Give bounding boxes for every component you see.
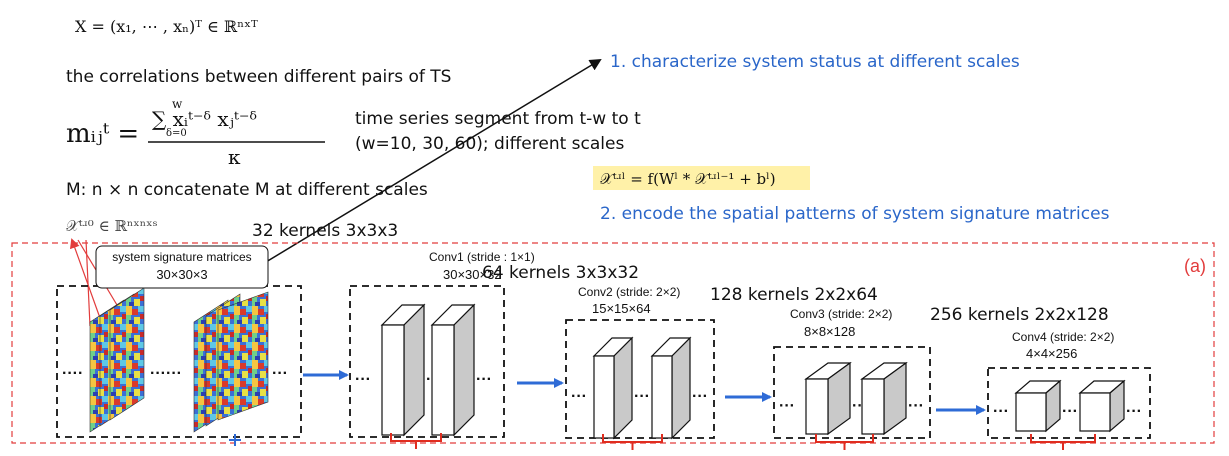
kernels-32-note: 32 kernels 3x3x3 [252,221,398,241]
feature-map-side [453,303,475,437]
m-concatenate-note: M: n × n concatenate M at different scal… [66,180,428,200]
feature-map-front [431,324,455,436]
signature-formula: mᵢⱼᵗ = w ∑ xᵢᵗ⁻ᵟ xⱼᵗ⁻ᵟ δ=0 κ [66,97,325,169]
x-t0-definition: 𝒳ᵗʴ⁰ ∈ ℝⁿˣⁿˣˢ [66,217,158,235]
panel-label: (a) [1184,256,1206,276]
formula-numerator: ∑ xᵢᵗ⁻ᵟ xⱼᵗ⁻ᵟ [152,107,257,131]
input-title-box [95,245,269,289]
red-pointer-arrow [69,238,101,319]
correlations-note: the correlations between different pairs… [66,67,451,87]
heatmap-matrix [109,287,145,421]
feature-map-side [403,303,425,437]
matrix-stack-left [89,287,145,433]
ellipsis-dots: ··· [272,365,288,382]
ellipsis-dots: ···· [62,365,83,382]
ellipsis-dots: ··· [692,388,708,405]
conv2-title: Conv2 (stride: 2×2) [578,285,680,299]
matrix-stack-right [193,291,269,433]
conv3-kernels: 256 kernels 2x2x128 [930,305,1109,325]
point-2-note: 2. encode the spatial patterns of system… [600,204,1110,224]
conv1-size: 30×30×32 [443,267,502,282]
conv2-kernels: 128 kernels 2x2x64 [710,285,878,305]
ellipsis-dots: ··· [476,371,492,388]
conv3-size: 8×8×128 [804,324,855,339]
formula-denominator: κ [228,145,241,169]
formula-lhs: mᵢⱼᵗ = [66,119,139,149]
layer-formula: 𝒳ᵗʴˡ = f(Wˡ * 𝒳ᵗʴˡ⁻¹ + bˡ) [600,170,776,188]
feature-map-front [593,355,615,439]
ellipsis-dots: ··· [1062,403,1078,420]
input-title: system signature matrices [112,250,251,264]
conv3-title: Conv3 (stride: 2×2) [790,307,892,321]
segment-note-line1: time series segment from t-w to t [355,109,641,129]
ellipsis-dots: ··· [779,398,795,415]
formula-sum-top: w [172,97,183,111]
heatmap-matrix [217,291,269,421]
feature-map-front [861,378,885,435]
conv1-kernels: 64 kernels 3x3x32 [482,263,639,283]
point-1-note: 1. characterize system status at differe… [610,52,1020,72]
ellipsis-dots: ··· [993,403,1009,420]
ellipsis-dots: ··· [355,371,371,388]
feature-map-side [671,336,691,440]
conv3-box [773,346,931,439]
feature-map-front [805,378,829,435]
conv1-title: Conv1 (stride : 1×1) [429,250,535,264]
input-size: 30×30×3 [156,267,207,282]
feature-map-front [381,324,405,436]
ellipsis-dots: ······ [150,365,182,382]
conv4-title: Conv4 (stride: 2×2) [1012,330,1114,344]
conv2-size: 15×15×64 [592,301,651,316]
feature-map-side [613,336,633,440]
pointer-arrow [265,58,602,263]
conv2-box [565,319,715,439]
conv1-box [349,285,505,438]
ellipsis-dots: ··· [634,388,650,405]
segment-note-line2: (w=10, 30, 60); different scales [355,134,624,154]
formula-highlight [593,166,810,190]
ellipsis-dots: ··· [1126,403,1142,420]
conv4-box [987,367,1151,439]
formula-sum-bottom: δ=0 [166,128,187,139]
feature-map-front [1079,392,1111,432]
feature-map-front [1015,392,1047,432]
conv4-size: 4×4×256 [1026,346,1077,361]
red-pointer-line-2 [85,239,91,327]
x-definition: X = (x₁, ⋯ , xₙ)ᵀ ∈ ℝⁿˣᵀ [75,17,258,36]
ellipsis-dots: ··· [571,388,587,405]
feature-map-front [651,355,673,439]
ellipsis-dots: ··· [908,398,924,415]
